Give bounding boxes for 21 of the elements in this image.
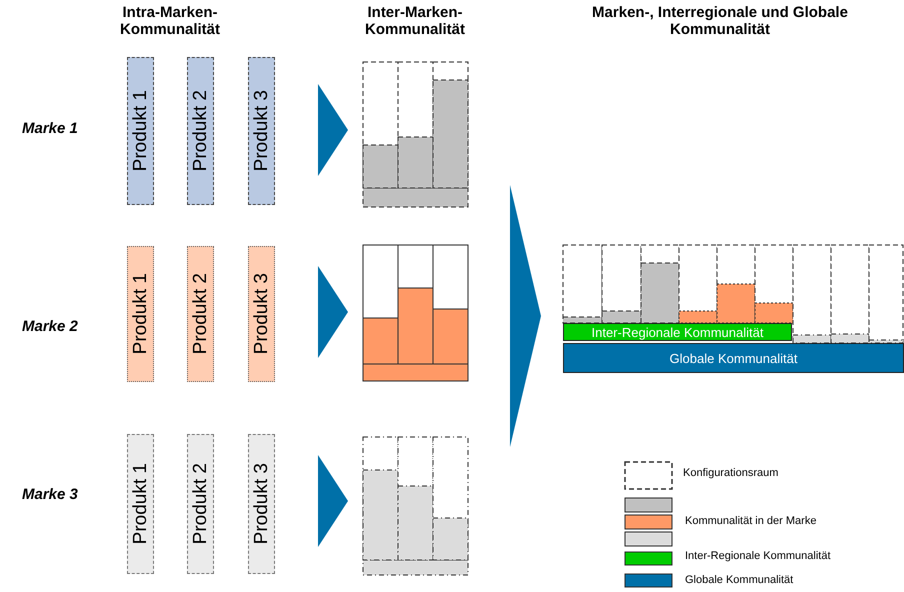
- product-box: Produkt 3: [248, 434, 275, 574]
- column-heading: Inter-Marken- Kommunalität: [364, 4, 466, 38]
- product-box: Produkt 3: [248, 57, 275, 205]
- color-band: Inter-Regionale Kommunalität: [563, 323, 792, 341]
- row-label: Marke 3: [22, 486, 78, 503]
- row-label: Marke 2: [22, 318, 78, 335]
- product-box: Produkt 1: [127, 434, 154, 574]
- legend-text: Konfigurationsraum: [683, 467, 778, 479]
- column-heading: Intra-Marken- Kommunalität: [118, 4, 221, 38]
- product-box: Produkt 2: [187, 246, 214, 382]
- legend-text: Inter-Regionale Kommunalität: [685, 550, 831, 562]
- product-box: Produkt 3: [248, 246, 275, 382]
- product-box: Produkt 2: [187, 57, 214, 205]
- product-box: Produkt 2: [187, 434, 214, 574]
- legend-text: Kommunalität in der Marke: [685, 515, 816, 527]
- legend-text: Globale Kommunalität: [685, 574, 794, 586]
- row-label: Marke 1: [22, 120, 78, 137]
- color-band: Globale Kommunalität: [563, 343, 904, 373]
- product-box: Produkt 1: [127, 57, 154, 205]
- column-heading: Marken-, Interregionale und Globale Kommunalität: [591, 4, 849, 38]
- product-box: Produkt 1: [127, 246, 154, 382]
